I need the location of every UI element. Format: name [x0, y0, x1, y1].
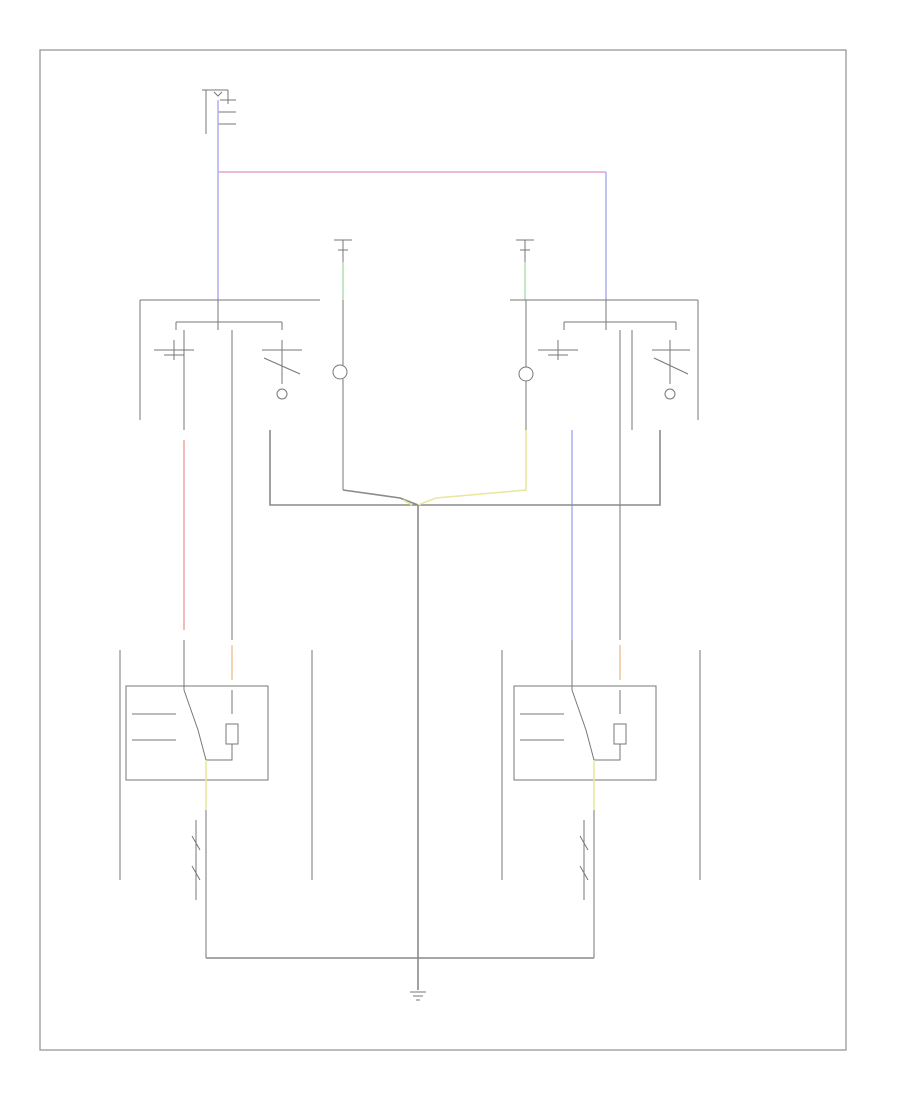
- driver-heater-switch: [139, 299, 348, 490]
- illumination-lamp-right: [518, 366, 534, 382]
- passenger-seat-heater: [501, 640, 701, 958]
- main-ground: [206, 957, 594, 1001]
- illumination-connector-right: [516, 239, 534, 300]
- driver-seat-heater: [119, 640, 313, 958]
- illumination-connector-left: [334, 239, 352, 300]
- illumination-lamp-left: [332, 364, 348, 380]
- diagram-border: [39, 49, 847, 1051]
- top-fuse: [202, 89, 236, 134]
- switch-ground-bus: [269, 430, 661, 990]
- passenger-heater-switch: [510, 299, 699, 430]
